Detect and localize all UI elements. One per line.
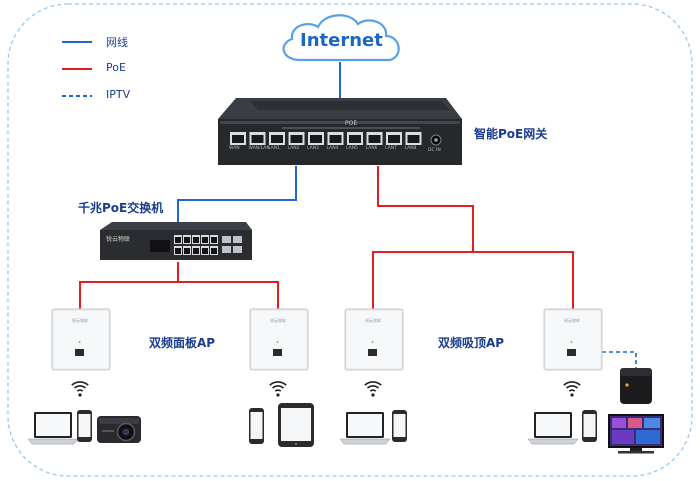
rj45-port-icon <box>327 132 344 145</box>
phone-icon <box>582 410 597 442</box>
switch-port-icon <box>174 246 182 255</box>
gateway-port-label: LAN4 <box>326 146 339 151</box>
ceiling-ap-label: 双频吸顶AP <box>438 336 505 350</box>
gateway-port-label: WAN/LAN <box>248 146 270 151</box>
projector-icon <box>97 416 141 443</box>
switch-port-icon <box>192 235 200 244</box>
switch-port-icon <box>201 246 209 255</box>
phone-icon <box>392 410 407 442</box>
switch-port-icon <box>183 235 191 244</box>
phone-icon <box>249 408 264 444</box>
group-4-devices <box>527 368 664 454</box>
rj45-port-icon <box>366 132 383 145</box>
poe-switch-device <box>100 222 252 260</box>
gateway-port-label: LAN5 <box>346 146 358 151</box>
laptop-icon <box>527 412 579 445</box>
ap-brand-text: 锐云物联 <box>270 318 286 323</box>
tv-icon <box>608 414 664 454</box>
rj45-port-icon <box>269 132 285 145</box>
group-3-devices <box>339 410 407 445</box>
diagram-border <box>7 3 693 477</box>
panel-ap-device <box>249 308 309 371</box>
ceiling-poe-distribution-line <box>372 251 574 309</box>
rj45-port-icon <box>288 132 305 145</box>
switch-port-icon <box>201 235 209 244</box>
rj45-port-icon <box>230 132 246 145</box>
legend-iptv-label: IPTV <box>106 88 131 101</box>
switch-brand-text: 锐云物联 <box>106 236 131 243</box>
gateway-port-label: WAN <box>229 146 240 151</box>
gateway-to-switch-line <box>177 166 297 224</box>
gateway-port-label: LAN6 <box>365 146 378 151</box>
internet-cloud-icon <box>282 14 400 62</box>
tablet-icon <box>278 403 314 447</box>
panel-ap-label: 双频面板AP <box>149 336 216 350</box>
phone-icon <box>77 410 92 442</box>
switch-port-icon <box>210 235 218 244</box>
gateway-port-row <box>230 132 422 145</box>
wifi-signal-icon <box>563 381 581 397</box>
ceiling-ap-device <box>543 308 603 371</box>
laptop-icon <box>27 412 79 445</box>
group-1-devices <box>27 410 141 445</box>
legend-poe-label: PoE <box>106 61 126 74</box>
gateway-to-ceiling-poe-line <box>377 166 474 252</box>
ceiling-ap-device <box>344 308 404 371</box>
rj45-port-icon <box>249 132 266 145</box>
switch-port-icon <box>174 235 182 244</box>
switch-label: 千兆PoE交换机 <box>78 201 164 215</box>
iptv-settop-box-icon <box>620 368 652 404</box>
rj45-port-icon <box>386 132 402 145</box>
ap-brand-text: 锐云物联 <box>564 318 580 323</box>
rj45-port-icon <box>405 132 422 145</box>
gateway-label: 智能PoE网关 <box>474 127 548 141</box>
panel-ap-device <box>51 308 111 371</box>
gateway-port-label: LAN3 <box>307 146 319 151</box>
gateway-brand-strip: POE <box>345 120 358 127</box>
wifi-signal-icon <box>71 381 89 397</box>
ap-brand-text: 锐云物联 <box>365 318 381 323</box>
poe-gateway-device <box>218 98 462 165</box>
gateway-port-label: LAN2 <box>287 146 300 151</box>
switch-port-icon <box>192 246 200 255</box>
rj45-port-icon <box>308 132 324 145</box>
rj45-port-icon <box>347 132 363 145</box>
switch-port-icon <box>210 246 218 255</box>
wifi-signal-icon <box>269 381 287 397</box>
legend-ethernet-label: 网线 <box>106 36 128 49</box>
ap-brand-text: 锐云物联 <box>72 318 88 323</box>
gateway-port-label: LAN1 <box>268 146 280 151</box>
gateway-port-label: LAN8 <box>404 146 417 151</box>
switch-port-row <box>174 235 218 255</box>
group-2-devices <box>249 403 314 447</box>
iptv-dashed-line <box>574 351 637 368</box>
gateway-port-label: DC IN <box>428 148 441 153</box>
laptop-icon <box>339 412 391 445</box>
gateway-port-label: LAN7 <box>385 146 397 151</box>
wifi-signal-icon <box>364 381 382 397</box>
switch-port-icon <box>183 246 191 255</box>
switch-to-panel-poe-line <box>79 281 279 309</box>
internet-label: Internet <box>300 30 383 51</box>
